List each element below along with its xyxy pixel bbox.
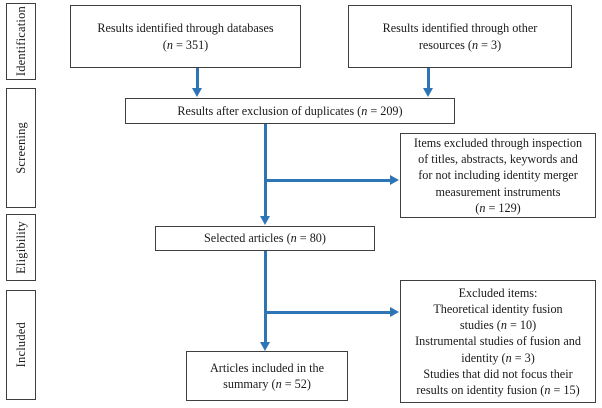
stage-included: Included [6, 290, 36, 400]
excluded-items-line2: Theoretical identity fusion [433, 302, 563, 317]
articles-included-line1: Articles included in the [209, 360, 325, 375]
excluded-items-line4: Instrumental studies of fusion and [415, 334, 581, 349]
items-excluded-line1: Items excluded through inspection [413, 136, 583, 151]
items-excluded-count: (n = 129) [475, 200, 521, 215]
node-excluded-items: Excluded items: Theoretical identity fus… [400, 280, 596, 403]
other-resources-line1: Results identified through other [382, 21, 538, 36]
excluded-items-line6: Studies that did not focus their [423, 366, 573, 381]
arrowhead-screening-to-items-excluded [390, 175, 399, 185]
items-excluded-line2: of titles, abstracts, keywords and [418, 152, 578, 167]
node-articles-included: Articles included in the summary (n = 52… [186, 351, 348, 401]
connector-other-resources-to-duplicates [427, 68, 430, 90]
other-resources-count: resources (n = 3) [418, 37, 502, 52]
node-results-from-databases: Results identified through databases (n … [70, 5, 301, 68]
arrowhead-selected-to-included [260, 342, 270, 351]
connector-databases-to-duplicates [196, 68, 199, 90]
arrowhead-databases-to-duplicates [192, 88, 202, 97]
node-selected-articles: Selected articles (n = 80) [155, 226, 375, 251]
stage-eligibility-label: Eligibility [13, 221, 28, 274]
node-results-from-other-resources: Results identified through other resourc… [348, 5, 572, 68]
connector-duplicates-to-selected [264, 124, 267, 218]
node-items-excluded: Items excluded through inspection of tit… [400, 133, 596, 218]
arrowhead-eligibility-to-excluded-items [390, 307, 399, 317]
articles-included-count: summary (n = 52) [223, 377, 311, 391]
stage-eligibility: Eligibility [6, 214, 36, 281]
after-duplicates-text: Results after exclusion of duplicates (n… [177, 103, 403, 118]
databases-line1: Results identified through databases [97, 21, 274, 36]
excluded-items-line3: studies (n = 10) [459, 318, 537, 333]
arrowhead-other-resources-to-duplicates [423, 88, 433, 97]
stage-identification: Identification [6, 3, 36, 80]
items-excluded-line4: measurement instruments [435, 184, 561, 199]
excluded-items-line5: identity (n = 3) [461, 350, 535, 365]
arrowhead-duplicates-to-selected [260, 216, 270, 225]
connector-screening-to-items-excluded [264, 179, 391, 182]
items-excluded-line3: for not including identity merger [418, 168, 578, 183]
selected-articles-text: Selected articles (n = 80) [204, 231, 326, 246]
stage-identification-label: Identification [13, 6, 28, 77]
connector-eligibility-to-excluded-items [264, 311, 391, 314]
excluded-items-line1: Excluded items: [458, 286, 538, 301]
stage-screening: Screening [6, 88, 36, 208]
node-results-after-duplicates: Results after exclusion of duplicates (n… [125, 98, 455, 124]
connector-selected-to-included [264, 251, 267, 344]
excluded-items-line7: results on identity fusion (n = 15) [416, 382, 580, 397]
stage-screening-label: Screening [13, 122, 28, 174]
databases-count: (n = 351) [162, 37, 209, 52]
stage-included-label: Included [13, 322, 28, 368]
